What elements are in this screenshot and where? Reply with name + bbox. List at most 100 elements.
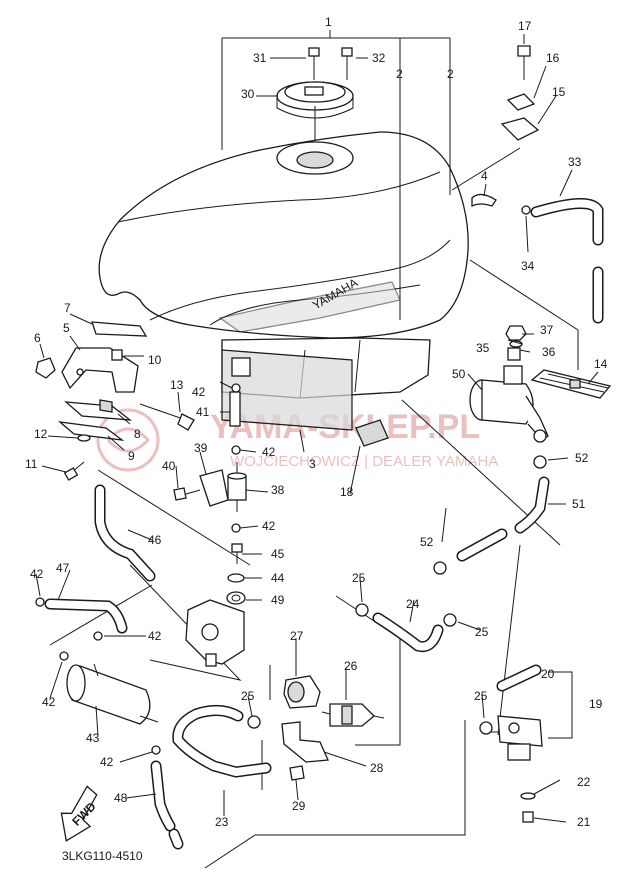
- part-number-label: 19: [589, 697, 603, 711]
- part-number-label: 40: [162, 459, 176, 473]
- damper-15: [500, 117, 540, 141]
- hose-20: [496, 664, 542, 692]
- part-number-label: 30: [241, 87, 255, 101]
- part-number-label: 39: [194, 441, 208, 455]
- watermark-sub: WOJCIECHOWICZ | DEALER YAMAHA: [230, 453, 498, 470]
- nut-37: [505, 325, 527, 341]
- bracket-28: [281, 721, 329, 763]
- part-number-label: 37: [540, 323, 554, 337]
- bolt-17: [517, 45, 531, 80]
- washer-12: [77, 434, 91, 442]
- part-number-label: 21: [577, 815, 591, 829]
- part-number-label: 11: [25, 457, 38, 471]
- part-number-label: 24: [406, 597, 420, 611]
- fuel-cock-19: [488, 715, 543, 761]
- clamp-27: [283, 675, 321, 709]
- bolt-29: [289, 765, 305, 781]
- part-number-label: 17: [518, 19, 532, 33]
- grommet-49: [226, 591, 246, 605]
- screw-45: [231, 543, 243, 564]
- part-number-label: 48: [114, 791, 128, 805]
- part-number-label: 12: [34, 427, 48, 441]
- nut-6: [35, 357, 56, 379]
- part-number-label: 36: [542, 345, 556, 359]
- part-number-label: 45: [271, 547, 285, 561]
- part-number-label: 29: [292, 799, 306, 813]
- pipe-41: [229, 391, 241, 427]
- part-number-label: 6: [34, 331, 41, 345]
- part-number-label: 35: [476, 341, 490, 355]
- part-number-label: 52: [575, 451, 589, 465]
- bracket-5: [61, 347, 139, 393]
- part-number-label: 25: [241, 689, 255, 703]
- washer-22: [520, 792, 536, 800]
- part-number-label: 25: [474, 689, 488, 703]
- callout-lines: [49, 30, 579, 869]
- part-number-label: 42: [42, 695, 56, 709]
- fuel-filter-43: [66, 663, 159, 725]
- part-number-label: 42: [148, 629, 162, 643]
- bolt-13: [139, 403, 195, 431]
- part-number-label: 1: [325, 15, 332, 29]
- fwd-arrow: FWD: [60, 785, 99, 842]
- part-number-label: 13: [170, 378, 184, 392]
- hose-48: [150, 760, 184, 850]
- part-number-label: 42: [192, 385, 206, 399]
- part-number-label: 2: [447, 67, 454, 81]
- plate-7: [91, 321, 148, 337]
- clamp-39: [199, 469, 229, 507]
- filter-26: [321, 703, 385, 727]
- washer-16: [506, 93, 536, 111]
- washer-44: [227, 573, 245, 583]
- part-number-label: 16: [546, 51, 560, 65]
- part-number-label: 3: [309, 457, 316, 471]
- part-number-label: 31: [253, 51, 267, 65]
- part-number-label: 7: [64, 301, 71, 315]
- hose-47: [44, 598, 128, 634]
- leaders: [35, 34, 599, 823]
- part-number-label: 44: [271, 571, 285, 585]
- damper-4: [471, 193, 497, 208]
- damper-10: [111, 349, 123, 361]
- hose-clamps: [35, 205, 547, 755]
- bracket: [185, 599, 245, 667]
- collar-35: [507, 347, 521, 361]
- part-number-label: 15: [552, 85, 566, 99]
- bolt-11: [63, 461, 85, 481]
- part-number-label: 49: [271, 593, 285, 607]
- part-number-label: 51: [572, 497, 586, 511]
- bracket-8: [64, 399, 133, 421]
- part-number-label: 9: [128, 449, 135, 463]
- part-number-label: 18: [340, 485, 354, 499]
- part-number-label: 22: [577, 775, 591, 789]
- hose-33: [530, 197, 604, 324]
- part-number-label: 20: [541, 667, 555, 681]
- part-number-label: 42: [262, 445, 276, 459]
- fuel-pump-50: [469, 365, 549, 443]
- part-number-label: 10: [148, 353, 162, 367]
- hose-23: [172, 705, 272, 778]
- part-number-label: 4: [481, 169, 488, 183]
- hose-24: [372, 612, 444, 653]
- hose-51: [456, 476, 550, 562]
- part-number-label: 47: [56, 561, 70, 575]
- part-number-label: 26: [344, 659, 358, 673]
- part-number-label: 42: [30, 567, 44, 581]
- part-number-label: 50: [452, 367, 466, 381]
- part-number-label: 2: [396, 67, 403, 81]
- bolt-32: [341, 47, 353, 80]
- hose-46: [94, 484, 156, 582]
- diagram-code: 3LKG110-4510: [62, 849, 143, 863]
- part-number-label: 52: [420, 535, 434, 549]
- part-number-label: 25: [475, 625, 489, 639]
- part-number-label: 34: [521, 259, 535, 273]
- rubber-18: [355, 419, 389, 447]
- fuel-cap: [276, 81, 354, 140]
- part-number-label: 33: [568, 155, 582, 169]
- part-number-label: 14: [594, 357, 608, 371]
- part-number-label: 43: [86, 731, 100, 745]
- part-number-label: 46: [148, 533, 162, 547]
- fuel-tank: YAMAHA: [98, 131, 469, 431]
- part-number-label: 32: [372, 51, 386, 65]
